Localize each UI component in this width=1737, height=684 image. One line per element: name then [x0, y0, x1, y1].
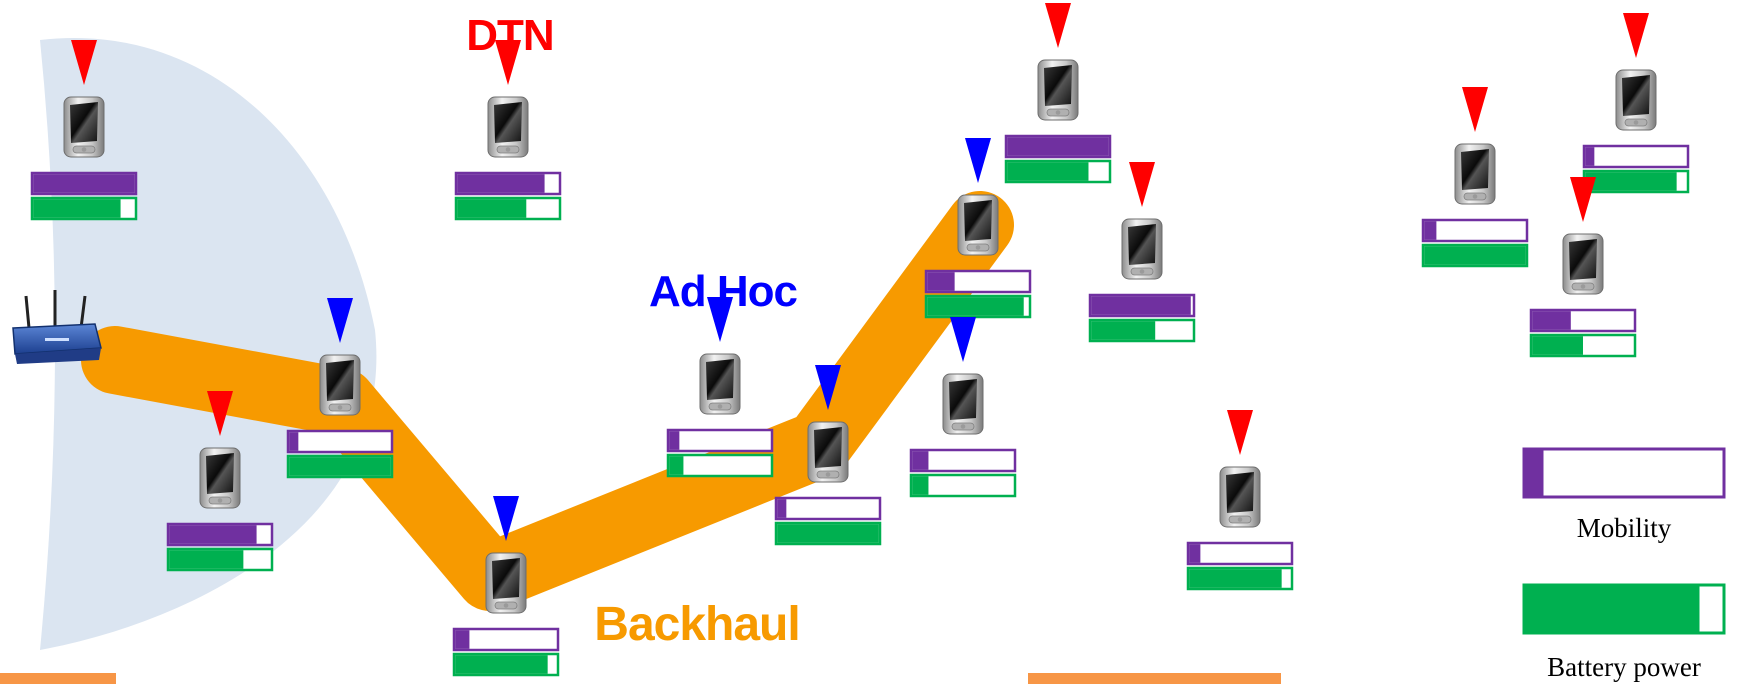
device-node — [1088, 162, 1196, 343]
mobility-bar-fill — [669, 431, 680, 450]
dtn-marker-icon — [1570, 177, 1596, 222]
backhaul-label: Backhaul — [594, 598, 799, 651]
device-node — [454, 40, 562, 221]
dtn-label: DTN — [466, 11, 553, 60]
dtn-marker-icon — [1227, 410, 1253, 455]
device-node — [30, 40, 138, 221]
battery-bar-fill — [1532, 336, 1583, 355]
mobility-bar-frame — [774, 496, 882, 521]
bottom-strip-left — [0, 673, 116, 684]
router-icon — [12, 290, 102, 364]
battery-bar-fill — [169, 550, 244, 569]
battery-bar-fill — [33, 199, 121, 218]
device-node — [666, 297, 774, 478]
device-node — [1004, 3, 1112, 184]
dtn-marker-icon — [71, 40, 97, 85]
pda-icon — [1121, 218, 1163, 280]
battery-bar-fill — [912, 476, 929, 495]
mobility-bar-fill — [1532, 311, 1571, 330]
mobility-bar-fill — [455, 630, 470, 649]
pda-icon — [1562, 233, 1604, 295]
pda-icon — [807, 421, 849, 483]
device-node — [1582, 13, 1690, 194]
battery-bar-fill — [777, 524, 879, 543]
legend-battery-fill — [1525, 586, 1700, 632]
legend-mobility-label: Mobility — [1577, 513, 1672, 543]
device-node — [1529, 177, 1637, 358]
mobility-bar-fill — [33, 174, 135, 193]
battery-bar-fill — [289, 457, 391, 476]
pda-icon — [1454, 143, 1496, 205]
device-node — [1186, 410, 1294, 591]
device-node — [924, 138, 1032, 319]
battery-bar-fill — [669, 456, 684, 475]
mobility-bar-frame — [286, 429, 394, 454]
mobility-bar-fill — [1585, 147, 1595, 166]
battery-bar-frame — [666, 453, 774, 478]
mobility-bar-fill — [912, 451, 929, 470]
legend-mobility-fill — [1525, 450, 1544, 496]
adhoc-marker-icon — [965, 138, 991, 183]
dtn-marker-icon — [1129, 162, 1155, 207]
pda-icon — [63, 96, 105, 158]
adhoc-marker-icon — [493, 496, 519, 541]
adhoc-marker-icon — [950, 317, 976, 362]
adhoc-label: Ad Hoc — [649, 267, 798, 316]
mobility-bar-frame — [1582, 144, 1690, 169]
adhoc-marker-icon — [327, 298, 353, 343]
battery-bar-fill — [455, 655, 548, 674]
mobility-bar-frame — [1186, 541, 1294, 566]
pda-icon — [485, 552, 527, 614]
bottom-strip-right — [1028, 673, 1281, 684]
battery-bar-frame — [909, 473, 1017, 498]
adhoc-marker-icon — [815, 365, 841, 410]
dtn-marker-icon — [1462, 87, 1488, 132]
dtn-marker-icon — [207, 391, 233, 436]
pda-icon — [1219, 466, 1261, 528]
pda-icon — [1615, 69, 1657, 131]
mobility-bar-frame — [1421, 218, 1529, 243]
pda-icon — [942, 373, 984, 435]
mobility-bar-frame — [909, 448, 1017, 473]
device-node — [286, 298, 394, 479]
device-node — [1421, 87, 1529, 268]
battery-bar-fill — [1091, 321, 1156, 340]
battery-bar-fill — [1424, 246, 1526, 265]
battery-bar-fill — [1007, 162, 1089, 181]
mobility-bar-fill — [927, 272, 955, 291]
battery-bar-fill — [1585, 172, 1677, 191]
battery-bar-fill — [457, 199, 527, 218]
dtn-marker-icon — [1623, 13, 1649, 58]
mobility-bar-fill — [457, 174, 545, 193]
mobility-bar-fill — [289, 432, 299, 451]
mobility-bar-fill — [1091, 296, 1191, 315]
pda-icon — [957, 194, 999, 256]
mobility-bar-fill — [777, 499, 787, 518]
dtn-marker-icon — [1045, 3, 1071, 48]
legend-mobility-frame — [1522, 447, 1726, 499]
device-node — [774, 365, 882, 546]
mobility-bar-fill — [169, 525, 257, 544]
mobility-bar-fill — [1189, 544, 1201, 563]
pda-icon — [199, 447, 241, 509]
mobility-bar-fill — [1007, 137, 1109, 156]
legend-battery-label: Battery power — [1547, 652, 1701, 682]
mobility-bar-fill — [1424, 221, 1437, 240]
legend: Mobility Battery power — [1522, 447, 1726, 682]
device-node — [909, 317, 1017, 498]
adhoc-marker-icon — [707, 297, 733, 342]
dtn-marker-icon — [495, 40, 521, 85]
mobility-bar-frame — [666, 428, 774, 453]
mobility-bar-frame — [452, 627, 560, 652]
device-node — [166, 391, 274, 572]
pda-icon — [1037, 59, 1079, 121]
battery-bar-fill — [1189, 569, 1282, 588]
pda-icon — [487, 96, 529, 158]
pda-icon — [319, 354, 361, 416]
pda-icon — [699, 353, 741, 415]
device-node — [452, 496, 560, 677]
battery-bar-fill — [927, 297, 1024, 316]
